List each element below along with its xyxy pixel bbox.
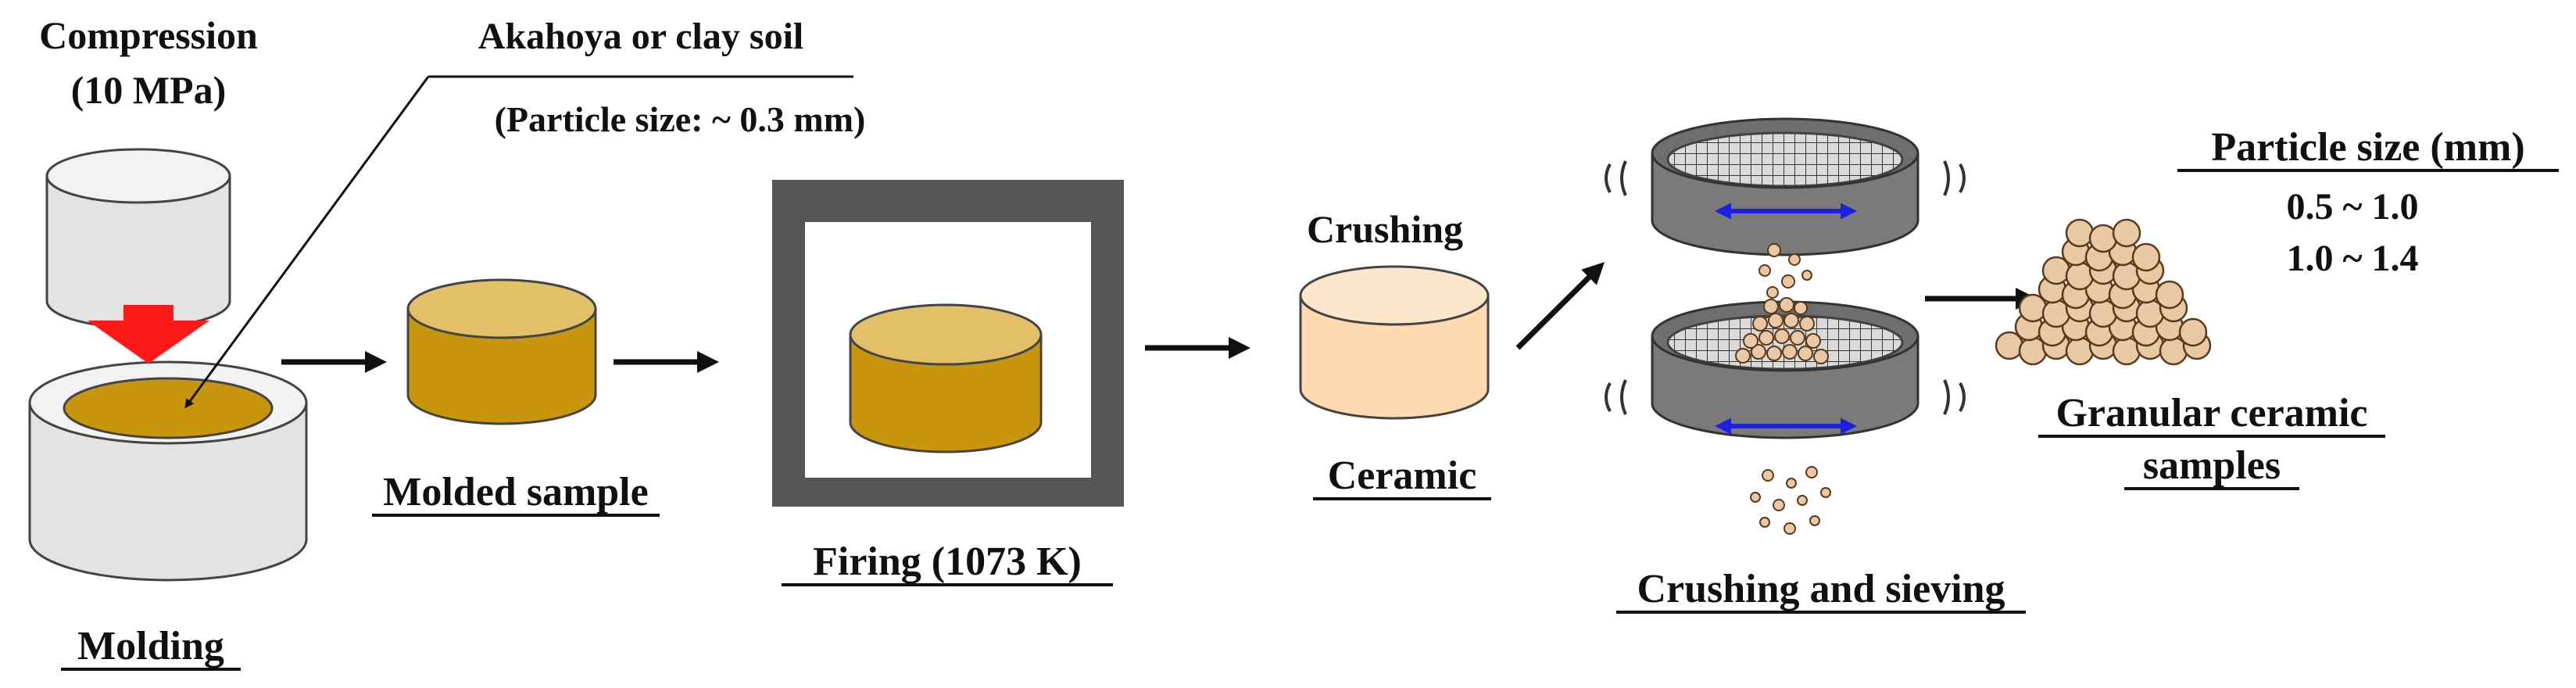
particle-range-2: 1.0 ~ 1.4: [2287, 238, 2419, 279]
granule-heap: [1735, 297, 1829, 364]
sieve-icon: [1605, 297, 1966, 439]
raw-material-leader: [184, 75, 853, 409]
granular-label-line1: Granular ceramic: [2055, 391, 2367, 435]
granule: [2065, 218, 2095, 248]
firing-label: Firing (1073 K): [813, 539, 1082, 584]
raw-particle-size-label: (Particle size: ~ 0.3 mm): [495, 99, 866, 139]
furnace-icon: [772, 180, 1124, 507]
granule: [2178, 317, 2208, 347]
granule: [2112, 218, 2141, 248]
crushing-label: Crushing: [1307, 207, 1463, 251]
molded-sample-label: Molded sample: [383, 470, 648, 514]
raw-material-label: Akahoya or clay soil: [478, 16, 803, 57]
press-mold-icon: [28, 148, 308, 582]
granule: [2155, 280, 2184, 310]
ceramic-label: Ceramic: [1328, 453, 1477, 498]
falling-granules: [1758, 243, 1812, 299]
sieve-icon: [1605, 117, 1966, 256]
particle-range-1: 0.5 ~ 1.0: [2287, 186, 2419, 228]
granular-label-line2: samples: [2143, 443, 2281, 488]
granule: [2131, 242, 2161, 272]
molding-label: Molding: [77, 624, 224, 668]
down-arrow-icon: [88, 305, 209, 364]
compression-label: Compression: [39, 13, 258, 57]
cylinder-icon: [406, 278, 597, 425]
cylinder-icon: [1299, 265, 1490, 420]
crushing-sieving-label: Crushing and sieving: [1637, 567, 2005, 611]
granule-pile-icon: [1995, 218, 2212, 366]
right-arrow-icon: [1515, 262, 1605, 350]
granule: [2088, 224, 2118, 253]
falling-fines: [1750, 466, 1831, 535]
particle-size-header: Particle size (mm): [2211, 125, 2524, 170]
compression-pressure-label: (10 MPa): [71, 68, 227, 112]
